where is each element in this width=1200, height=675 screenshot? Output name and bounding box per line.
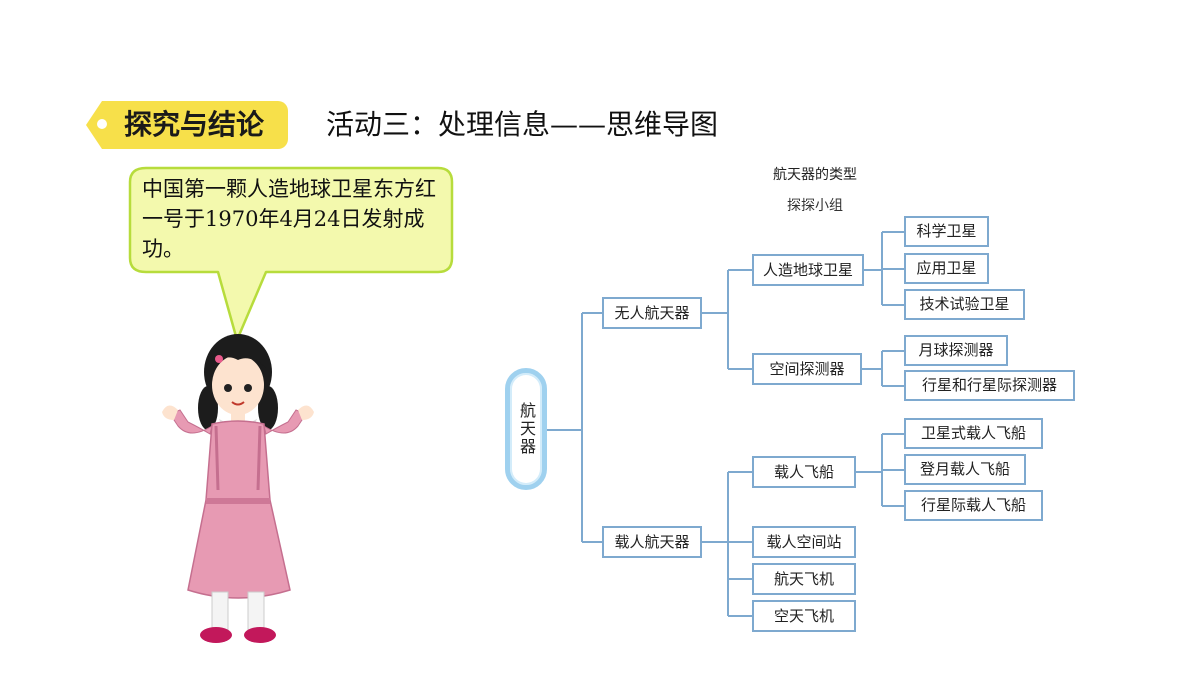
node-space-probe: 空间探测器 xyxy=(752,353,862,385)
node-artificial-satellite: 人造地球卫星 xyxy=(752,254,864,286)
node-uncrewed-spacecraft: 无人航天器 xyxy=(602,297,702,329)
node-science-satellite: 科学卫星 xyxy=(904,216,989,247)
girl-illustration xyxy=(162,334,314,643)
node-planetary-probe: 行星和行星际探测器 xyxy=(904,370,1075,401)
section-badge-label: 探究与结论 xyxy=(124,108,265,141)
node-satellite-type-crewed-ship: 卫星式载人飞船 xyxy=(904,418,1043,449)
node-crewed-spaceship: 载人飞船 xyxy=(752,456,856,488)
mind-map-title: 航天器的类型 xyxy=(773,167,857,183)
node-lunar-probe: 月球探测器 xyxy=(904,335,1008,366)
mind-map-subtitle: 探探小组 xyxy=(787,198,843,214)
speech-bubble xyxy=(128,166,454,342)
activity-title: 活动三：处理信息——思维导图 xyxy=(326,108,719,141)
badge-dot-icon xyxy=(97,119,107,129)
node-lunar-landing-ship: 登月载人飞船 xyxy=(904,454,1026,485)
mind-map-root: 航天器 xyxy=(505,368,547,490)
node-crewed-spacecraft: 载人航天器 xyxy=(602,526,702,558)
node-space-station: 载人空间站 xyxy=(752,526,856,558)
node-application-satellite: 应用卫星 xyxy=(904,253,989,284)
speech-bubble-text: 中国第一颗人造地球卫星东方红一号于1970年4月24日发射成功。 xyxy=(142,177,436,261)
node-space-shuttle: 航天飞机 xyxy=(752,563,856,595)
node-spaceplane: 空天飞机 xyxy=(752,600,856,632)
node-interplanetary-crewed-ship: 行星际载人飞船 xyxy=(904,490,1043,521)
section-badge xyxy=(86,101,288,149)
node-tech-test-satellite: 技术试验卫星 xyxy=(904,289,1025,320)
